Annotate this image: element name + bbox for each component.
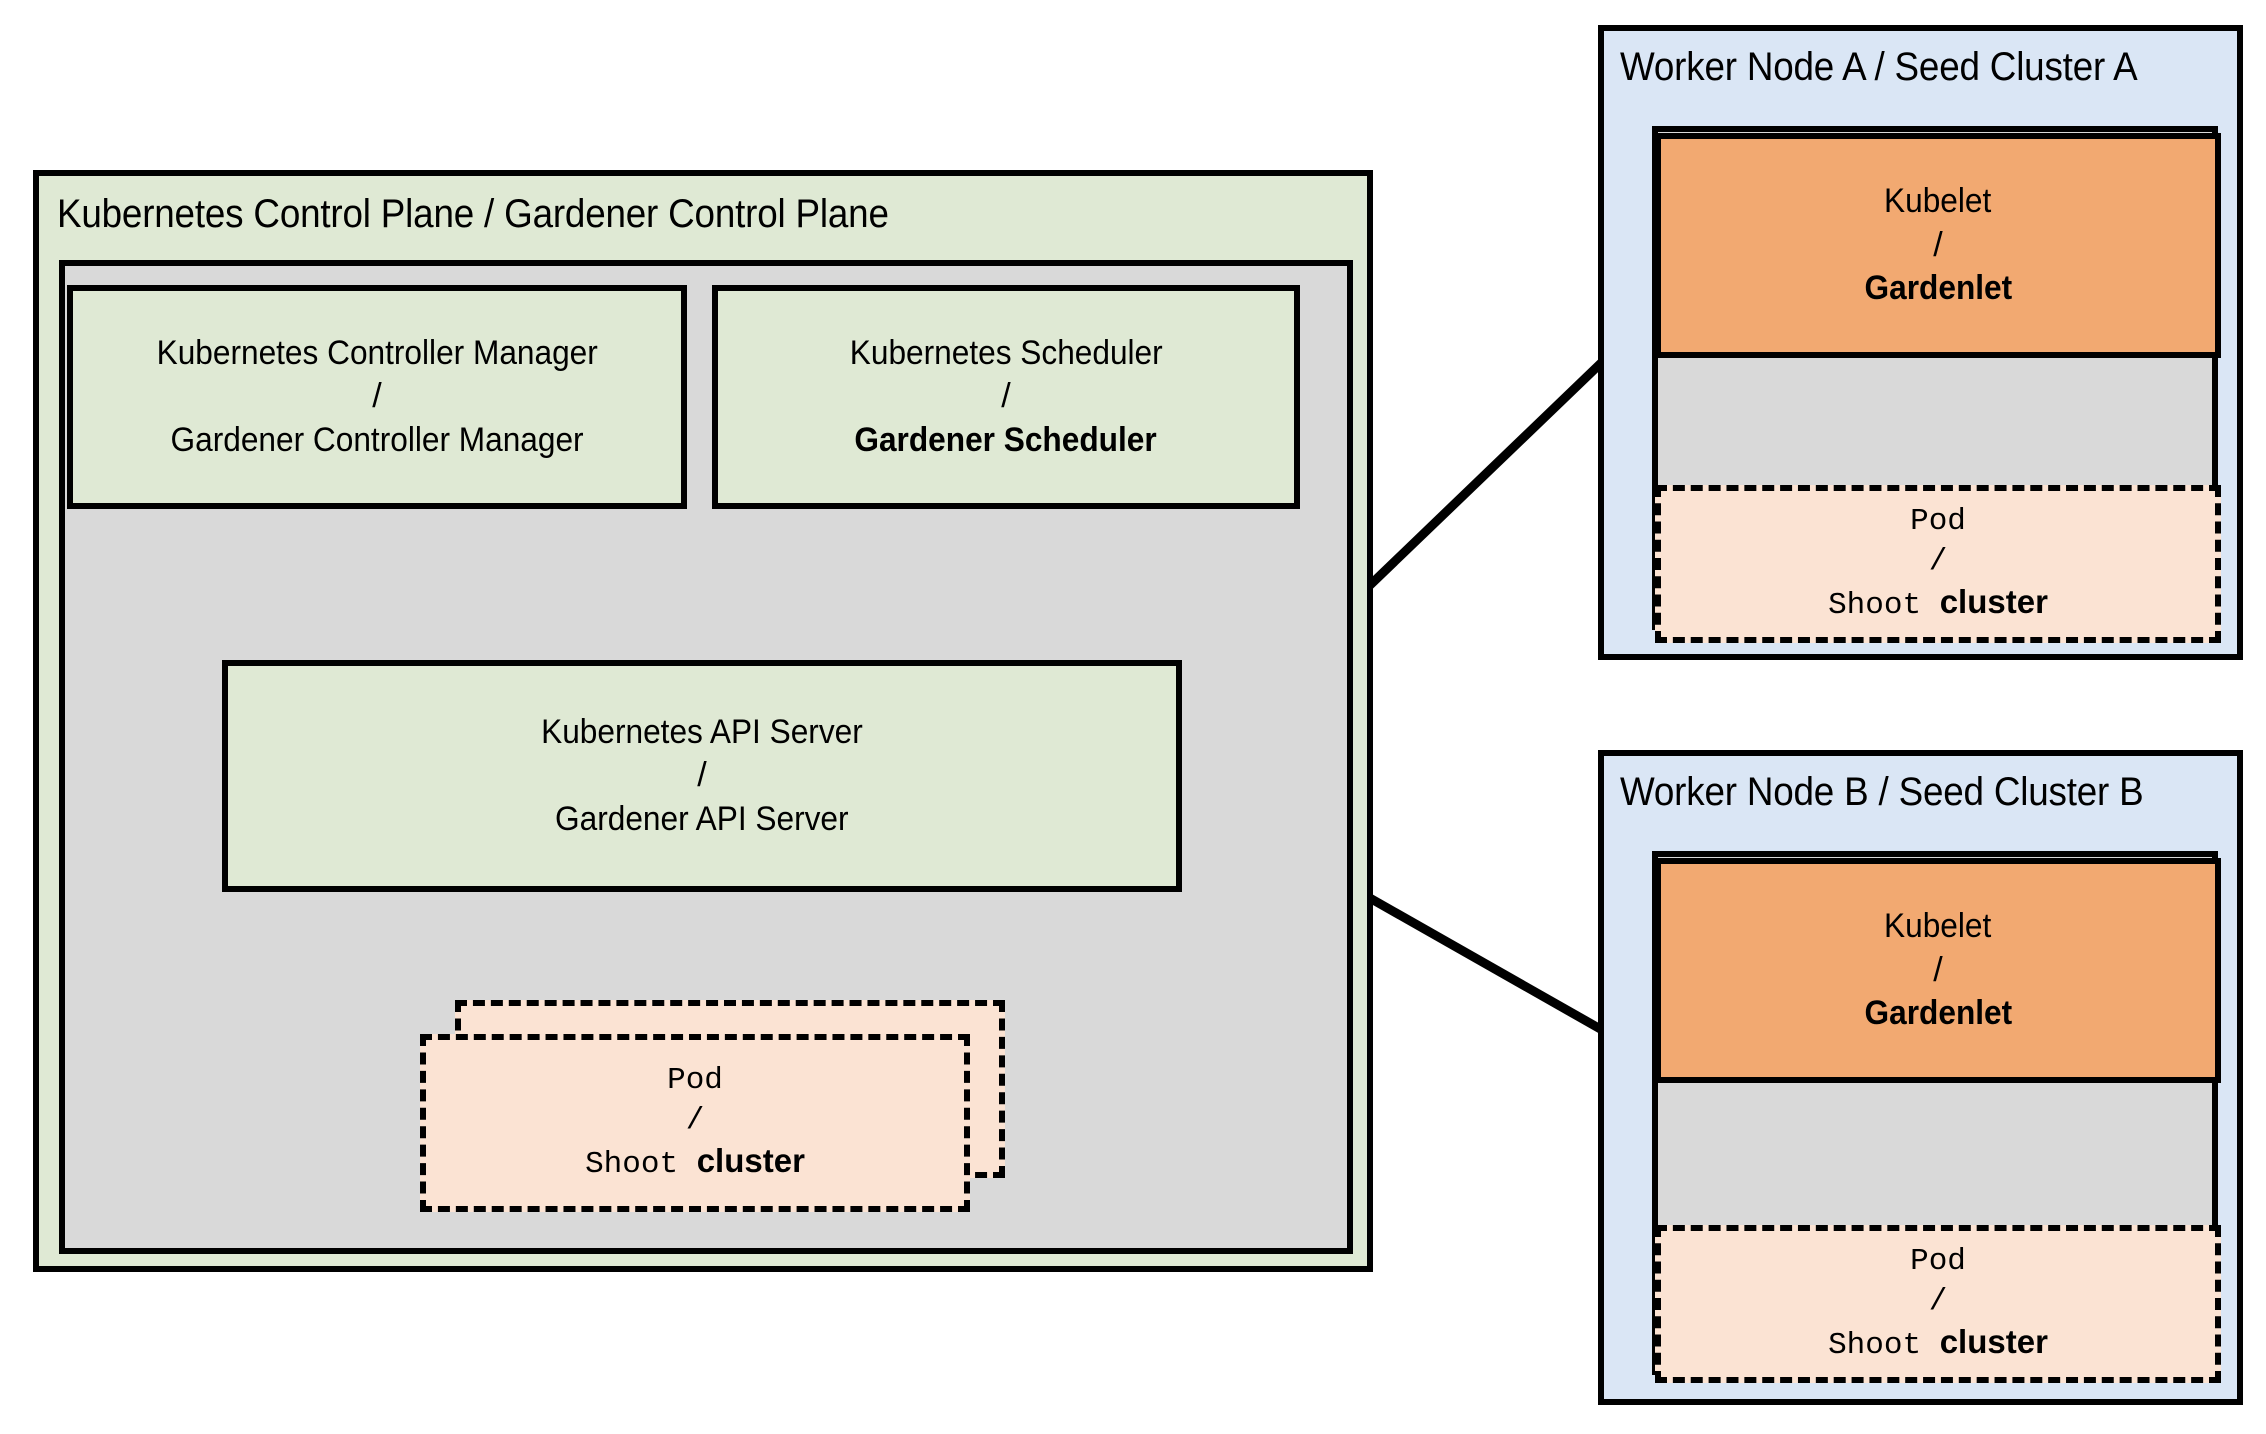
control-plane-pod-line1: Pod (667, 1062, 723, 1098)
controller-manager-line1: Kubernetes Controller Manager (156, 333, 598, 372)
kubelet-b-line1: Kubelet (1884, 907, 1992, 946)
gardenlet-b-line: Gardenlet (1864, 994, 2012, 1033)
kubelet-gardenlet-b-box[interactable]: Kubelet / Gardenlet (1655, 858, 2221, 1083)
api-server-line1: Kubernetes API Server (541, 712, 863, 751)
worker-node-b-title: Worker Node B / Seed Cluster B (1620, 770, 2144, 814)
control-plane-title: Kubernetes Control Plane / Gardener Cont… (57, 192, 889, 236)
api-server-separator: / (697, 756, 707, 795)
seed-a-pod-separator: / (1928, 543, 1948, 579)
control-plane-pod-shoot-word: Shoot (585, 1147, 697, 1183)
kubernetes-controller-manager-box[interactable]: Kubernetes Controller Manager / Gardener… (67, 285, 687, 509)
seed-b-pod-line2: Shoot cluster (1828, 1321, 2048, 1366)
seed-a-pod-cluster-word: cluster (1939, 583, 2048, 621)
gardener-controller-manager-line: Gardener Controller Manager (170, 420, 584, 459)
seed-b-pod-shoot-word: Shoot (1828, 1328, 1940, 1364)
seed-b-pod-cluster-word: cluster (1939, 1323, 2048, 1361)
gardener-scheduler-line: Gardener Scheduler (854, 420, 1158, 459)
kubernetes-api-server-box[interactable]: Kubernetes API Server / Gardener API Ser… (222, 660, 1182, 892)
worker-node-a-title: Worker Node A / Seed Cluster A (1620, 45, 2138, 89)
control-plane-pod-separator: / (685, 1102, 705, 1138)
control-plane-pod-cluster-word: cluster (696, 1142, 805, 1180)
control-plane-pod-line2: Shoot cluster (585, 1140, 805, 1185)
scheduler-line1: Kubernetes Scheduler (849, 333, 1163, 372)
kubelet-a-separator: / (1933, 225, 1943, 264)
controller-manager-separator: / (372, 377, 382, 416)
seed-a-pod-line1: Pod (1910, 503, 1966, 539)
seed-b-pod-separator: / (1928, 1283, 1948, 1319)
seed-a-pod-box[interactable]: Pod / Shoot cluster (1655, 485, 2221, 643)
scheduler-separator: / (1001, 377, 1011, 416)
gardenlet-a-line: Gardenlet (1864, 269, 2012, 308)
kubernetes-scheduler-box[interactable]: Kubernetes Scheduler / Gardener Schedule… (712, 285, 1300, 509)
control-plane-pod-box[interactable]: Pod / Shoot cluster (420, 1034, 970, 1212)
kubelet-a-line1: Kubelet (1884, 182, 1992, 221)
gardener-api-server-line: Gardener API Server (555, 799, 849, 838)
seed-a-pod-line2: Shoot cluster (1828, 581, 2048, 626)
kubelet-gardenlet-a-box[interactable]: Kubelet / Gardenlet (1655, 133, 2221, 358)
seed-b-pod-box[interactable]: Pod / Shoot cluster (1655, 1225, 2221, 1383)
seed-a-pod-shoot-word: Shoot (1828, 588, 1940, 624)
seed-b-pod-line1: Pod (1910, 1243, 1966, 1279)
kubelet-b-separator: / (1933, 950, 1943, 989)
